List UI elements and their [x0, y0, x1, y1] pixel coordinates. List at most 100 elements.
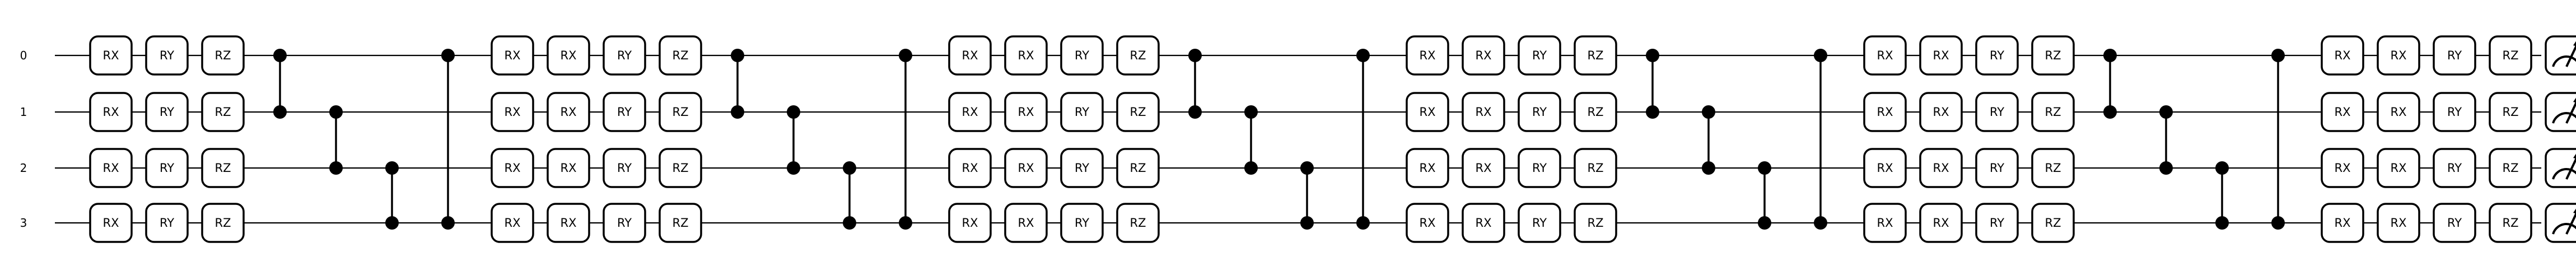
- gate-rx: RX: [1863, 148, 1907, 188]
- gate-ry: RY: [1975, 35, 2019, 76]
- svg-text:RY: RY: [2447, 49, 2462, 62]
- measurement-meter-icon: [2545, 92, 2576, 132]
- svg-text:RY: RY: [160, 105, 174, 119]
- gate-ry: RY: [1975, 203, 2019, 243]
- gate-rz: RZ: [1116, 203, 1160, 243]
- svg-text:RX: RX: [561, 216, 577, 230]
- svg-text:RZ: RZ: [2503, 216, 2519, 230]
- svg-text:RY: RY: [160, 49, 174, 62]
- svg-text:RX: RX: [1933, 49, 1949, 62]
- svg-text:RY: RY: [617, 105, 632, 119]
- svg-text:RX: RX: [505, 216, 521, 230]
- gate-rx: RX: [1004, 203, 1048, 243]
- svg-text:RX: RX: [103, 161, 119, 175]
- svg-text:RX: RX: [2391, 216, 2407, 230]
- cz-gate: [1188, 49, 1202, 119]
- svg-text:RX: RX: [2335, 49, 2351, 62]
- gate-rx: RX: [1406, 203, 1449, 243]
- gate-rx: RX: [1462, 148, 1505, 188]
- wire-label: 3: [20, 216, 27, 230]
- gate-rz: RZ: [1116, 148, 1160, 188]
- gate-rz: RZ: [659, 148, 702, 188]
- gate-rx: RX: [1406, 35, 1449, 76]
- svg-text:RY: RY: [1075, 161, 1089, 175]
- gate-ry: RY: [1518, 148, 1561, 188]
- gate-rx: RX: [547, 203, 590, 243]
- svg-text:RX: RX: [1476, 105, 1492, 119]
- svg-text:RX: RX: [1476, 161, 1492, 175]
- cz-gate: [441, 49, 455, 230]
- svg-text:RX: RX: [505, 49, 521, 62]
- gate-rx: RX: [948, 35, 992, 76]
- svg-text:RX: RX: [2335, 161, 2351, 175]
- svg-text:RZ: RZ: [2045, 105, 2061, 119]
- svg-text:RY: RY: [2447, 216, 2462, 230]
- gate-rz: RZ: [2489, 203, 2532, 243]
- cz-gate: [2159, 105, 2173, 175]
- gate-ry: RY: [2433, 92, 2476, 132]
- gate-rx: RX: [2321, 92, 2364, 132]
- svg-text:RX: RX: [1877, 49, 1893, 62]
- svg-text:RX: RX: [561, 161, 577, 175]
- gate-rx: RX: [1462, 92, 1505, 132]
- cz-gate: [1814, 49, 1827, 230]
- svg-text:RZ: RZ: [1130, 49, 1146, 62]
- gate-rx: RX: [1919, 203, 1963, 243]
- svg-text:RX: RX: [505, 105, 521, 119]
- svg-text:RX: RX: [1018, 161, 1034, 175]
- gate-rx: RX: [1863, 92, 1907, 132]
- gate-rx: RX: [89, 148, 133, 188]
- svg-text:RZ: RZ: [1588, 105, 1604, 119]
- svg-text:RY: RY: [1532, 105, 1547, 119]
- gate-rx: RX: [2377, 92, 2420, 132]
- svg-text:RX: RX: [1933, 105, 1949, 119]
- gate-ry: RY: [2433, 148, 2476, 188]
- gate-rx: RX: [1462, 203, 1505, 243]
- svg-text:RZ: RZ: [215, 105, 231, 119]
- svg-text:RZ: RZ: [2503, 49, 2519, 62]
- svg-text:RX: RX: [1420, 105, 1436, 119]
- gate-rx: RX: [547, 35, 590, 76]
- wire-label: 0: [20, 49, 27, 62]
- gate-rz: RZ: [1574, 92, 1617, 132]
- cz-gate: [2103, 49, 2117, 119]
- svg-text:RX: RX: [962, 49, 978, 62]
- gate-ry: RY: [2433, 35, 2476, 76]
- gate-rx: RX: [89, 92, 133, 132]
- gate-rx: RX: [2377, 35, 2420, 76]
- svg-text:RX: RX: [1018, 49, 1034, 62]
- gate-ry: RY: [145, 148, 189, 188]
- svg-text:RZ: RZ: [2045, 49, 2061, 62]
- svg-text:RX: RX: [1476, 216, 1492, 230]
- gate-rx: RX: [1919, 35, 1963, 76]
- svg-text:RZ: RZ: [2503, 161, 2519, 175]
- cz-gate: [787, 105, 800, 175]
- gate-rz: RZ: [659, 92, 702, 132]
- svg-text:RX: RX: [1420, 49, 1436, 62]
- gate-rz: RZ: [659, 35, 702, 76]
- cz-gate: [329, 105, 343, 175]
- gate-rx: RX: [491, 35, 534, 76]
- gate-ry: RY: [603, 92, 646, 132]
- cz-gate: [1244, 105, 1258, 175]
- gate-rx: RX: [948, 92, 992, 132]
- gate-rz: RZ: [1574, 203, 1617, 243]
- gate-rx: RX: [547, 92, 590, 132]
- svg-text:RY: RY: [1532, 161, 1547, 175]
- measurement-meter-icon: [2545, 203, 2576, 243]
- svg-text:RZ: RZ: [1130, 161, 1146, 175]
- svg-text:RX: RX: [103, 49, 119, 62]
- gate-ry: RY: [603, 203, 646, 243]
- svg-text:RZ: RZ: [673, 105, 689, 119]
- gate-ry: RY: [145, 92, 189, 132]
- svg-text:RY: RY: [1990, 161, 2004, 175]
- svg-text:RZ: RZ: [1130, 216, 1146, 230]
- svg-text:RY: RY: [1990, 105, 2004, 119]
- svg-text:RZ: RZ: [1588, 49, 1604, 62]
- gate-ry: RY: [603, 35, 646, 76]
- gate-rz: RZ: [1116, 35, 1160, 76]
- gate-rx: RX: [1004, 92, 1048, 132]
- cz-gate: [1646, 49, 1659, 119]
- svg-text:RX: RX: [2335, 216, 2351, 230]
- svg-text:RX: RX: [1420, 216, 1436, 230]
